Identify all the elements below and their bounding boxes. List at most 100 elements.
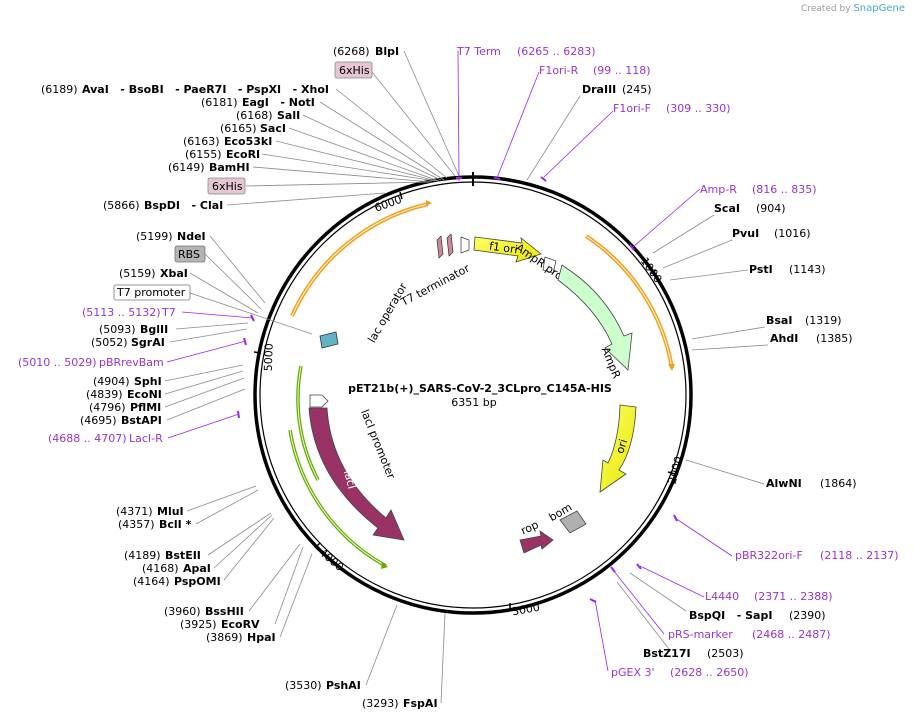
site-xbai-pos: (5159) — [119, 267, 156, 280]
site-mlui-pos: (4371) — [116, 505, 153, 518]
site-sgrai-pos: (5052) — [91, 336, 128, 349]
feature-6xhis-top: 6xHis — [339, 64, 370, 77]
primer-t7[interactable]: T7 — [161, 306, 176, 319]
primer-pbr322orif[interactable]: pBR322ori-F — [735, 549, 803, 562]
feature-rop[interactable] — [519, 530, 554, 554]
site-pflmi[interactable]: PflMI — [130, 401, 161, 414]
primer-l4440-range: (2371 .. 2388) — [754, 590, 833, 603]
site-ecorv-pos: (3925) — [180, 618, 217, 631]
site-bstz17i-pos: (2503) — [707, 647, 744, 660]
site-alwni[interactable]: AlwNI — [766, 477, 802, 490]
site-psti[interactable]: PstI — [749, 263, 773, 276]
feature-lac-operator-box[interactable] — [319, 331, 339, 349]
feature-t7-promoter-box[interactable] — [113, 284, 191, 301]
feature-f1-ori[interactable] — [473, 236, 542, 263]
site-fspai[interactable]: FspAI — [403, 697, 438, 710]
site-pshai-pos: (3530) — [285, 679, 322, 692]
site-bsshii[interactable]: BssHII — [205, 605, 244, 618]
primer-pgex3[interactable]: pGEX 3' — [611, 666, 655, 679]
site-bspqi-sapi[interactable]: BspQI - SapI — [689, 609, 772, 622]
primer-ampr[interactable]: Amp-R — [700, 183, 737, 196]
primer-lacir-range: (4688 .. 4707) — [48, 432, 127, 445]
arc-arrow-3 — [381, 562, 388, 569]
site-pspomi[interactable]: PspOMI — [174, 575, 221, 588]
feature-laci-promoter-arrow[interactable] — [309, 394, 329, 408]
primer-pbr322orif-range: (2118 .. 2137) — [820, 549, 899, 562]
site-draiii[interactable]: DraIII — [582, 83, 616, 96]
primer-marks — [237, 176, 678, 603]
site-bamhi[interactable]: BamHI — [209, 161, 250, 174]
site-ecori[interactable]: EcoRI — [226, 148, 260, 161]
site-bstapi[interactable]: BstAPI — [121, 414, 162, 427]
feature-6xhis-top-box[interactable] — [334, 61, 373, 79]
site-ndei-pos: (5199) — [136, 230, 173, 243]
feature-t7-terminator-arrow[interactable] — [460, 236, 470, 254]
site-apai[interactable]: ApaI — [183, 562, 211, 575]
primer-pbrrevbam[interactable]: pBRrevBam — [99, 356, 164, 369]
site-avai-group[interactable]: AvaI - BsoBI - PaeR7I - PspXI - XhoI — [82, 83, 329, 96]
primer-lacir[interactable]: LacI-R — [129, 432, 163, 445]
site-bglii[interactable]: BglII — [140, 323, 168, 336]
feature-bom[interactable] — [559, 510, 587, 534]
primer-f1orif[interactable]: F1ori-F — [613, 102, 651, 115]
site-psti-pos: (1143) — [789, 263, 826, 276]
site-bsteii[interactable]: BstEII — [165, 549, 201, 562]
primer-t7term[interactable]: T7 Term — [456, 45, 501, 58]
site-xbai[interactable]: XbaI — [160, 267, 188, 280]
site-bsteii-pos: (4189) — [124, 549, 161, 562]
site-pvui[interactable]: PvuI — [732, 227, 759, 240]
site-saci[interactable]: SacI — [260, 122, 286, 135]
feature-laci[interactable] — [308, 407, 405, 541]
feature-ampr[interactable] — [557, 264, 633, 371]
feature-ampr-promoter-arrow[interactable] — [542, 256, 557, 274]
site-bspdi-clai[interactable]: BspDI - ClaI — [144, 199, 223, 212]
site-pshai[interactable]: PshAI — [326, 679, 361, 692]
feature-f1-ori-label: f1 ori — [488, 240, 518, 257]
site-bstz17i[interactable]: BstZ17I — [643, 647, 691, 660]
site-sali[interactable]: SalI — [277, 109, 300, 122]
feature-t7-terminator-a[interactable] — [436, 235, 444, 259]
feature-t7-terminator-label: T7 terminator — [398, 262, 472, 310]
primer-l4440[interactable]: L4440 — [705, 590, 739, 603]
feature-t7-promoter: T7 promoter — [116, 286, 186, 299]
site-hpai[interactable]: HpaI — [247, 631, 276, 644]
primer-lines — [166, 50, 733, 672]
tick-label-3000: 3000 — [511, 601, 541, 619]
arc-arrow-1 — [426, 200, 432, 206]
site-scai[interactable]: ScaI — [714, 202, 740, 215]
site-sgrai[interactable]: SgrAI — [131, 336, 165, 349]
site-eco53ki-pos: (6163) — [183, 135, 220, 148]
site-ahdi[interactable]: AhdI — [770, 332, 798, 345]
site-econi[interactable]: EcoNI — [127, 388, 162, 401]
site-multi1-pos: (6189) — [41, 83, 78, 96]
feature-rbs-box[interactable] — [174, 245, 206, 263]
site-eco53ki[interactable]: Eco53kI — [224, 135, 272, 148]
feature-ori[interactable] — [599, 404, 637, 493]
site-ecorv[interactable]: EcoRV — [221, 618, 260, 631]
site-ndei[interactable]: NdeI — [177, 230, 206, 243]
feature-laci-label: lacI — [341, 469, 358, 491]
site-bstapi-pos: (4695) — [80, 414, 117, 427]
site-bsai[interactable]: BsaI — [766, 314, 792, 327]
feature-lac-operator-label: lac operator — [365, 280, 410, 345]
site-eagi-noti[interactable]: EagI - NotI — [242, 96, 315, 109]
site-pspomi-pos: (4164) — [133, 575, 170, 588]
primer-prsmarker[interactable]: pRS-marker — [668, 628, 733, 641]
feature-6xhis: 6xHis — [212, 180, 243, 193]
site-bsshii-pos: (3960) — [164, 605, 201, 618]
site-bcli[interactable]: BclI * — [159, 518, 192, 531]
site-sphi[interactable]: SphI — [134, 375, 162, 388]
site-blpi[interactable]: BlpI — [375, 45, 399, 58]
plasmid-name: pET21b(+)_SARS-CoV-2_3CLpro_C145A-HIS — [348, 382, 612, 395]
credit-brand: SnapGene — [853, 3, 905, 14]
site-pvui-pos: (1016) — [774, 227, 811, 240]
site-draiii-pos: (245) — [622, 83, 652, 96]
primer-f1orir[interactable]: F1ori-R — [539, 64, 579, 77]
feature-t7-terminator-b[interactable] — [446, 233, 454, 257]
site-mlui[interactable]: MluI — [157, 505, 184, 518]
feature-6xhis-box[interactable] — [207, 177, 246, 195]
site-alwni-pos: (1864) — [820, 477, 857, 490]
site-bamhi-pos: (6149) — [168, 161, 205, 174]
site-sali-pos: (6168) — [236, 109, 273, 122]
